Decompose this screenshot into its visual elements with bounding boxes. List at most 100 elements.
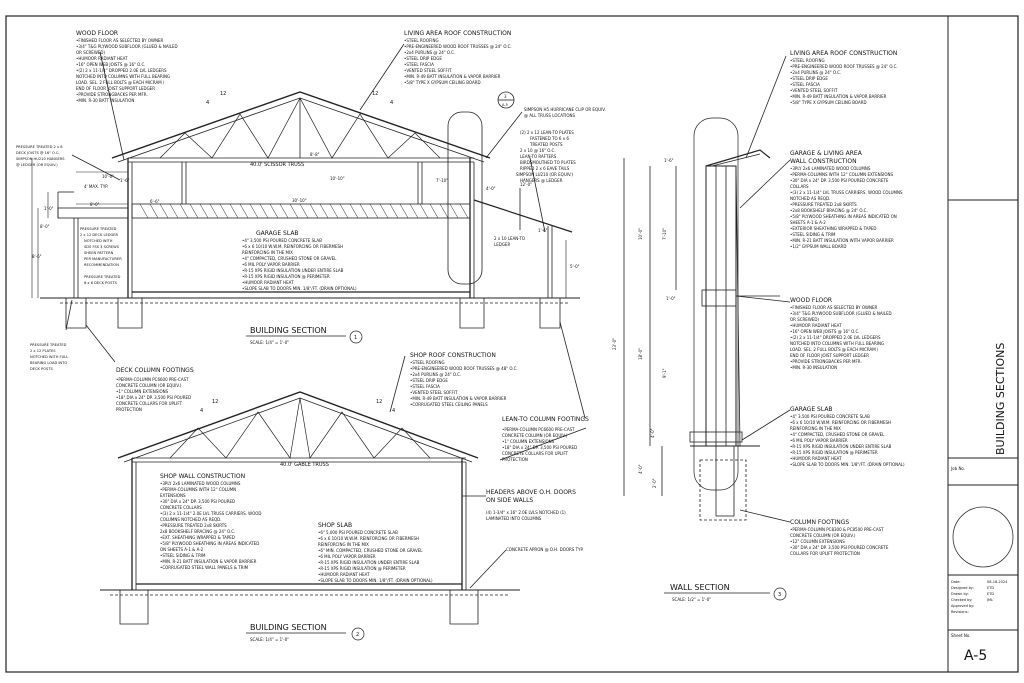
callout-3-number: 3 bbox=[504, 94, 507, 99]
svg-text:•1" COLUMN EXTENSIONS: •1" COLUMN EXTENSIONS bbox=[116, 389, 169, 394]
svg-text:TREATED POSTS: TREATED POSTS bbox=[529, 142, 563, 147]
svg-text:LEAN-TO RAFTERS: LEAN-TO RAFTERS bbox=[520, 154, 557, 159]
svg-text:6'-6": 6'-6" bbox=[150, 199, 160, 204]
section-2-title-block: BUILDING SECTION SCALE: 1/4" = 1'-0" 2 bbox=[246, 623, 365, 642]
svg-text:•(2) 2 x 11-1/4" DROPPED 2.0E: •(2) 2 x 11-1/4" DROPPED 2.0E LVL LEDGER… bbox=[790, 335, 881, 340]
svg-text:END OF FLOOR JOIST SUPPORT LED: END OF FLOOR JOIST SUPPORT LEDGER bbox=[790, 353, 869, 358]
shop-roof-title: SHOP ROOF CONSTRUCTION bbox=[410, 352, 496, 359]
sheet-title: BUILDING SECTIONS bbox=[994, 343, 1007, 455]
svg-text:•2x4 PURLINS @ 24" O.C.: •2x4 PURLINS @ 24" O.C. bbox=[790, 70, 841, 75]
svg-text:HANGERS @ LEDGER: HANGERS @ LEDGER bbox=[520, 178, 563, 183]
svg-text:•HUMOOR RADIANT HEAT: •HUMOOR RADIANT HEAT bbox=[790, 323, 842, 328]
svg-text:WALL CONSTRUCTION: WALL CONSTRUCTION bbox=[790, 158, 857, 165]
svg-text:10'-0": 10'-0" bbox=[102, 174, 114, 179]
svg-text:•VENTED STEEL SOFFIT: •VENTED STEEL SOFFIT bbox=[404, 68, 452, 73]
leanto-footings-title: LEAN-TO COLUMN FOOTINGS bbox=[502, 416, 589, 423]
s3-garage-slab-title: GARAGE SLAB bbox=[790, 406, 833, 413]
svg-text:•SLOPE SLAB TO DOORS MIN. 1/8": •SLOPE SLAB TO DOORS MIN. 1/8"/FT. (DRAI… bbox=[242, 286, 357, 291]
svg-text:•STEEL DRIP EDGE: •STEEL DRIP EDGE bbox=[410, 378, 448, 383]
svg-text:•4" 3,500 PSI POURED CONCRETE: •4" 3,500 PSI POURED CONCRETE SLAB bbox=[242, 238, 322, 243]
svg-text:1'-0": 1'-0" bbox=[44, 206, 54, 211]
svg-text:•HUMOOR RADIANT HEAT: •HUMOOR RADIANT HEAT bbox=[242, 280, 294, 285]
svg-text:COLLARS FOR UPLIFT PROTECTION: COLLARS FOR UPLIFT PROTECTION bbox=[790, 551, 860, 556]
svg-text:BEARING LOAD INTO: BEARING LOAD INTO bbox=[30, 361, 67, 365]
s3-living-roof-notes: •STEEL ROOFING •PRE-ENGINEERED WOOD ROOF… bbox=[790, 58, 898, 105]
svg-text:CONCRETE COLLARS: CONCRETE COLLARS bbox=[160, 505, 202, 510]
svg-text:•EXTERIOR SHEATHING WRAPPED &: •EXTERIOR SHEATHING WRAPPED & TAPED bbox=[790, 226, 876, 231]
section-1-dimension-text: 1'-6" 10'-0" 4' MAX. TYP. 8'-0" 6'-6" 30… bbox=[32, 152, 580, 269]
svg-text:7'-10": 7'-10" bbox=[662, 228, 667, 240]
slope-run-left: 12 bbox=[220, 91, 226, 97]
svg-text:5'-0": 5'-0" bbox=[570, 264, 580, 269]
svg-text:•VENTED STEEL SOFFIT: •VENTED STEEL SOFFIT bbox=[790, 88, 838, 93]
svg-text:8'-0": 8'-0" bbox=[90, 202, 100, 207]
section-1-scale: SCALE: 1/4" = 1'-0" bbox=[250, 340, 289, 345]
slope-rise-left: 4 bbox=[206, 100, 209, 106]
svg-text:•3PLY 2x6 LAMINATED WOOD COLUM: •3PLY 2x6 LAMINATED WOOD COLUMNS bbox=[160, 481, 241, 486]
s2-slope-rise-right: 4 bbox=[392, 408, 395, 414]
svg-text:REINFORCING IN THE MIX: REINFORCING IN THE MIX bbox=[790, 426, 841, 431]
svg-text:PRESSURE TREATED: PRESSURE TREATED bbox=[80, 227, 117, 231]
svg-text:REINFORCING IN THE MIX: REINFORCING IN THE MIX bbox=[318, 542, 369, 547]
s1-living-roof-notes: •STEEL ROOFING •PRE-ENGINEERED WOOD ROOF… bbox=[404, 38, 512, 85]
svg-text:DECK JOISTS @ 16" O.C.: DECK JOISTS @ 16" O.C. bbox=[16, 151, 59, 155]
deck-joist-note: PRESSURE TREATED 2 x 8 DECK JOISTS @ 16"… bbox=[16, 145, 65, 167]
svg-text:•30" DIA x 24" DP. 3,500 PSI P: •30" DIA x 24" DP. 3,500 PSI POURED bbox=[160, 499, 235, 504]
svg-text:PROTECTION: PROTECTION bbox=[502, 457, 528, 462]
svg-text:ON SHEETS A-1 & A-2: ON SHEETS A-1 & A-2 bbox=[160, 547, 204, 552]
svg-text:•6 MIL POLY VAPOR BARRIER: •6 MIL POLY VAPOR BARRIER bbox=[318, 554, 376, 559]
svg-text:RIPPED 2 x 6 EAVE TAILS: RIPPED 2 x 6 EAVE TAILS bbox=[520, 166, 570, 171]
s1-garage-slab-title: GARAGE SLAB bbox=[256, 230, 299, 237]
svg-text:•6 MIL POLY VAPOR BARRIER: •6 MIL POLY VAPOR BARRIER bbox=[790, 438, 848, 443]
designed-value: ETD bbox=[987, 586, 994, 590]
svg-text:•30" DIA x 24" DP. 3,500 PSI P: •30" DIA x 24" DP. 3,500 PSI POURED CONC… bbox=[790, 545, 889, 550]
svg-text:•18" DIA x 24" DP. 3,500 PSI P: •18" DIA x 24" DP. 3,500 PSI POURED bbox=[116, 395, 191, 400]
section-1-number: 1 bbox=[354, 335, 357, 341]
svg-text:1'-6": 1'-6" bbox=[120, 178, 130, 183]
svg-text:SIMPSON H5 HURRICANE CLIP OR E: SIMPSON H5 HURRICANE CLIP OR EQUIV. bbox=[524, 107, 606, 112]
sheet-number: A-5 bbox=[964, 648, 987, 664]
svg-text:•HUMOOR RADIANT HEAT: •HUMOOR RADIANT HEAT bbox=[318, 572, 370, 577]
svg-text:•R-15 XPS RIGID INSULATION UND: •R-15 XPS RIGID INSULATION UNDER ENTIRE … bbox=[318, 560, 420, 565]
svg-text:•6 MIL POLY VAPOR BARRIER: •6 MIL POLY VAPOR BARRIER bbox=[242, 262, 300, 267]
scissor-truss-label: 40.0' SCISSOR TRUSS bbox=[250, 162, 304, 168]
svg-text:PROTECTION: PROTECTION bbox=[116, 407, 142, 412]
section-1-title: BUILDING SECTION bbox=[250, 326, 327, 335]
svg-text:•STEEL FASCIA: •STEEL FASCIA bbox=[404, 62, 434, 67]
section-3-title: WALL SECTION bbox=[670, 583, 730, 592]
svg-text:•5/8" TYPE X GYPSUM CEILING BO: •5/8" TYPE X GYPSUM CEILING BOARD bbox=[790, 100, 867, 105]
svg-text:RECOMMENDATION: RECOMMENDATION bbox=[84, 263, 119, 267]
svg-text:•MIN. R-21 BATT INSULATION WIT: •MIN. R-21 BATT INSULATION WITH VAPOR BA… bbox=[790, 238, 894, 243]
svg-text:GARAGE & LIVING AREA: GARAGE & LIVING AREA bbox=[790, 150, 863, 157]
svg-text:NOTCHED INTO COLUMNS WITH FULL: NOTCHED INTO COLUMNS WITH FULL BEARING bbox=[790, 341, 884, 346]
svg-text:•SLOPE SLAB TO DOORS MIN. 1/8": •SLOPE SLAB TO DOORS MIN. 1/8"/FT. (DRAI… bbox=[790, 462, 905, 467]
svg-text:•MIN. R-30 BATT INSULATION: •MIN. R-30 BATT INSULATION bbox=[76, 98, 134, 103]
section-3-scale: SCALE: 1/2" = 1'-0" bbox=[672, 597, 711, 602]
svg-text:•3/4" T&G PLYWOOD SUBFLOOR (GL: •3/4" T&G PLYWOOD SUBFLOOR (GLUED & NAIL… bbox=[790, 311, 892, 316]
svg-text:BIRDSMOUTHED TO PLATES: BIRDSMOUTHED TO PLATES bbox=[520, 160, 576, 165]
section-2-scale: SCALE: 1/4" = 1'-0" bbox=[250, 637, 289, 642]
designed-label: Designed by: bbox=[951, 586, 974, 590]
shop-wall-notes: •3PLY 2x6 LAMINATED WOOD COLUMNS •PERMA-… bbox=[160, 481, 262, 570]
svg-text:PRESSURE TREATED 2 x 8: PRESSURE TREATED 2 x 8 bbox=[16, 145, 63, 149]
shop-slab-notes: •6" 5,000 PSI POURED CONCRETE SLAB •6 x … bbox=[318, 530, 433, 583]
svg-text:OR SCREWED): OR SCREWED) bbox=[76, 50, 105, 55]
svg-text:4'-0": 4'-0" bbox=[486, 186, 496, 191]
svg-text:PRESSURE TREATED: PRESSURE TREATED bbox=[30, 343, 67, 347]
svg-text:HEADERS ABOVE O.H. DOORS: HEADERS ABOVE O.H. DOORS bbox=[486, 489, 576, 496]
section-3-dimension-text: 1'-6" 7'-10" 10'-0" 18'-0" 23'-0" 1'-0" … bbox=[612, 158, 676, 488]
s1-wood-floor-notes: •FINISHED FLOOR AS SELECTED BY OWNER •3/… bbox=[76, 38, 178, 103]
svg-text:•STEEL ROOFING: •STEEL ROOFING bbox=[410, 360, 445, 365]
stamp-circle bbox=[952, 506, 1014, 568]
svg-text:CONCRETE COLUMN (OR EQUIV.): CONCRETE COLUMN (OR EQUIV.) bbox=[502, 433, 568, 438]
svg-text:2x8 BOOKSHELF BRACING @ 24" O.: 2x8 BOOKSHELF BRACING @ 24" O.C. bbox=[160, 529, 235, 534]
svg-text:•(3) 2 x 11-1/4" LVL TRUSS CAR: •(3) 2 x 11-1/4" LVL TRUSS CARRIERS. WOO… bbox=[790, 190, 903, 195]
svg-text:DECK POSTS: DECK POSTS bbox=[30, 367, 54, 371]
svg-text:•PERMA-COLUMN PC8300 & PC8500: •PERMA-COLUMN PC8300 & PC8500 PRE-CAST bbox=[790, 527, 884, 532]
svg-text:12'-0": 12'-0" bbox=[520, 182, 532, 187]
svg-text:10'-0": 10'-0" bbox=[638, 228, 643, 240]
svg-text:1'-6": 1'-6" bbox=[664, 158, 674, 163]
svg-text:•PERMA-COLUMNS WITH 12" COLUMN: •PERMA-COLUMNS WITH 12" COLUMN EXTENSION… bbox=[790, 172, 893, 177]
